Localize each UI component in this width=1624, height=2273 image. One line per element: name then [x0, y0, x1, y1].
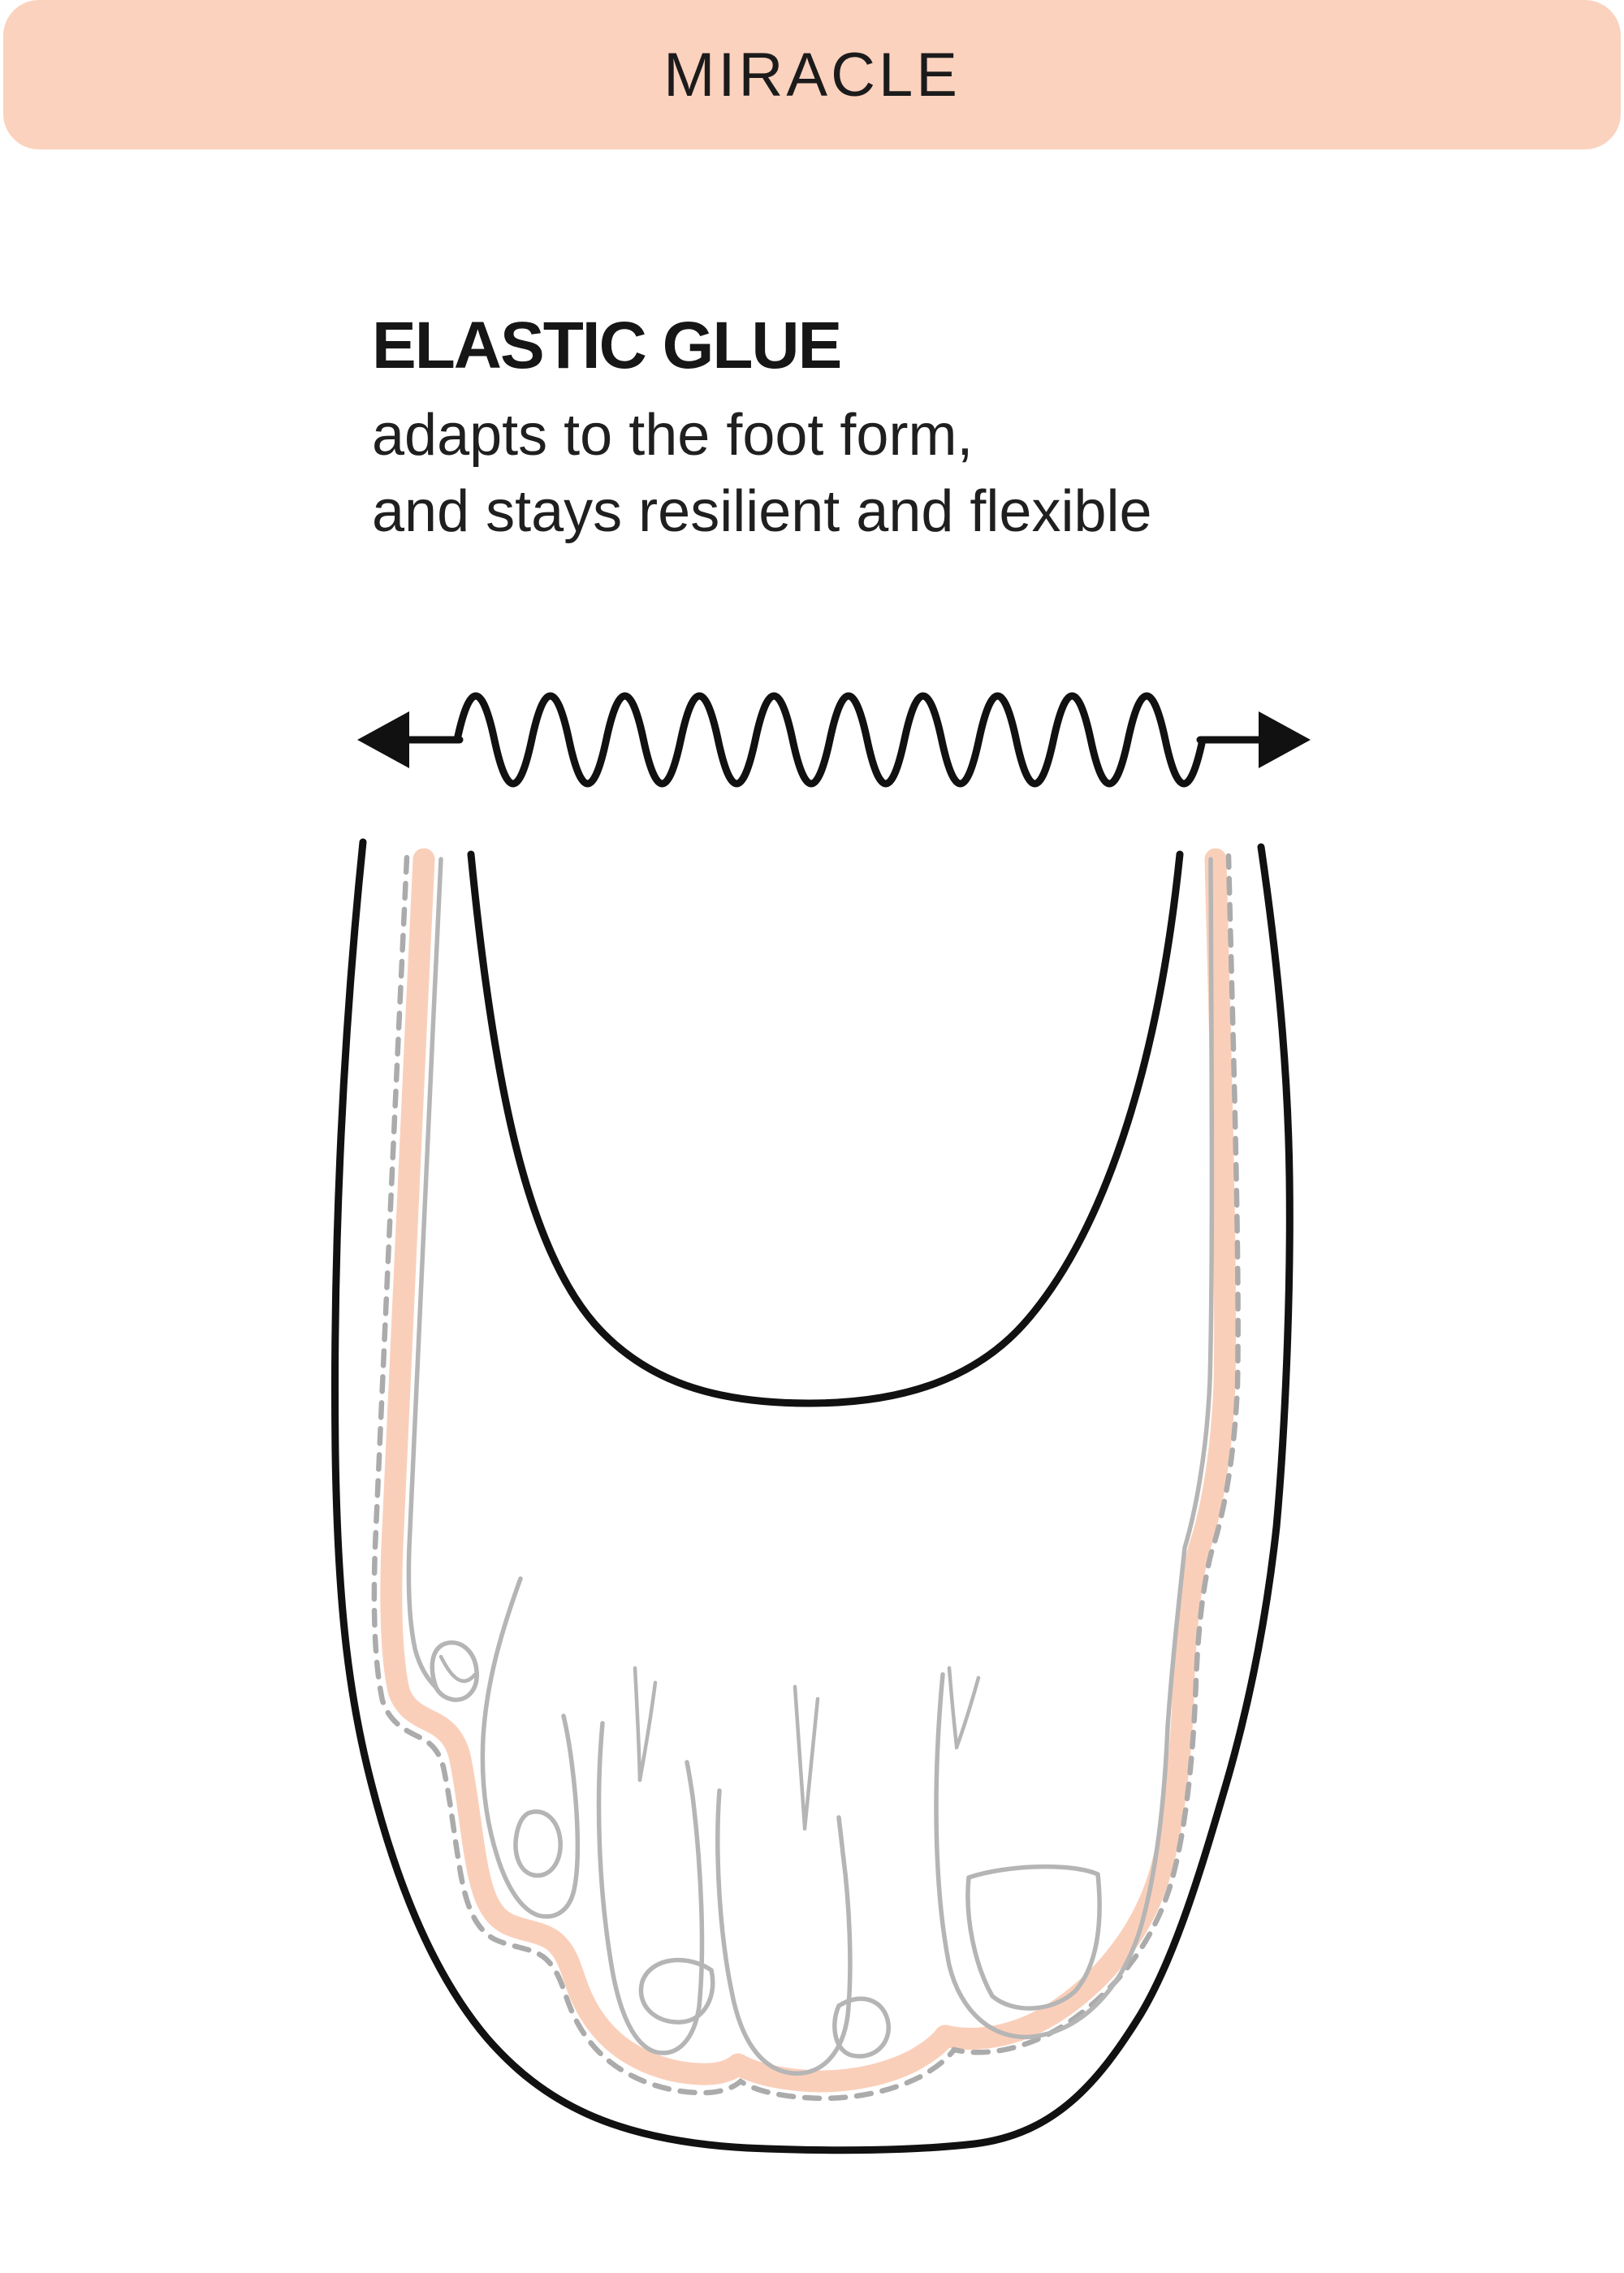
big-toe-and-right-edge [934, 857, 1215, 2040]
fourth-toe [480, 1576, 581, 1919]
foot-left-edge [406, 857, 443, 1690]
brand-title: MIRACLE [663, 40, 961, 110]
brand-banner: MIRACLE [3, 0, 1621, 149]
arrowhead-left-icon [357, 711, 409, 768]
big-toenail [965, 1864, 1102, 2011]
second-toenail [832, 1996, 891, 2059]
shoe-outline [330, 838, 1294, 2154]
feature-description-line1: adapts to the foot form, [372, 403, 974, 468]
pinky-toe [430, 1640, 479, 1702]
pinky-toe-crease [438, 1654, 477, 1683]
toe-creases [633, 1666, 981, 1831]
glue-dashed-edge [371, 853, 1241, 2102]
shoe-opening-curve [467, 850, 1184, 1407]
feature-text-block: ELASTIC GLUE adapts to the foot form, an… [372, 311, 1387, 550]
crease-second-big-a [947, 1666, 959, 1748]
feature-title: ELASTIC GLUE [372, 309, 842, 382]
crease-second-big-b [954, 1675, 981, 1750]
middle-toe [596, 1721, 705, 2055]
middle-toenail [638, 1958, 715, 2025]
crease-middle-second-a [793, 1684, 807, 1830]
feature-description-line2: and stays resilient and flexible [372, 479, 1152, 544]
spring-wave [453, 692, 1207, 788]
crease-fourth-middle-b [637, 1680, 658, 1783]
second-toe [715, 1788, 853, 2076]
crease-fourth-middle-a [633, 1666, 642, 1783]
fourth-toenail [513, 1809, 563, 1878]
toenails [513, 1809, 1102, 2059]
foot-illustration [406, 857, 1215, 2076]
shoe-outer-contour [330, 838, 1294, 2154]
crease-middle-second-b [802, 1696, 820, 1831]
arrowhead-right-icon [1259, 711, 1311, 768]
spring-stretch-icon [357, 692, 1311, 788]
elastic-glue-line [380, 848, 1237, 2093]
